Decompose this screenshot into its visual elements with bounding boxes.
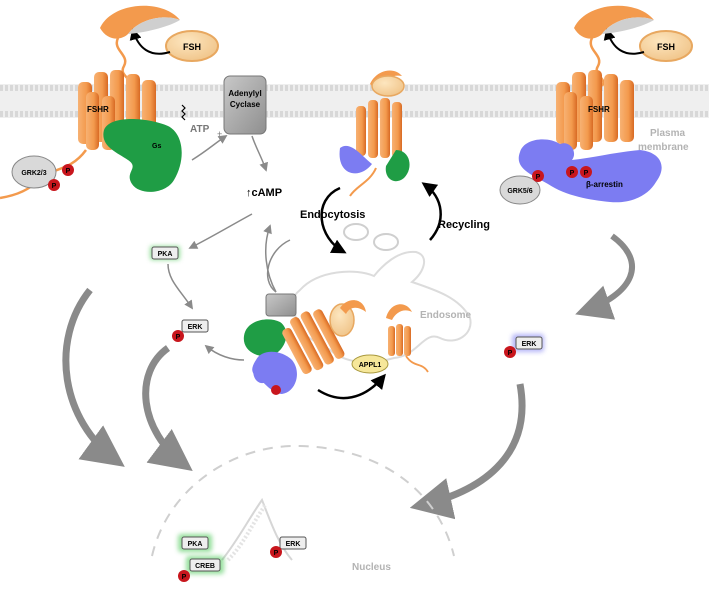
recycling-arrow: [421, 182, 442, 241]
creb-factor: CREB P: [178, 556, 224, 582]
svg-text:P: P: [570, 170, 575, 177]
plasma-label-1: Plasma: [650, 128, 685, 139]
svg-text:P: P: [584, 170, 589, 177]
endosome-membrane: [291, 250, 472, 364]
endocytosis-arrow: [320, 186, 347, 254]
center-receptor: [339, 70, 410, 197]
fshr-label-left: FSHR: [87, 105, 109, 114]
fsh-ligand-right: FSH: [639, 30, 693, 62]
barrestin-label: β-arrestin: [586, 180, 623, 189]
pka-nucleus: PKA: [178, 534, 212, 552]
svg-text:P: P: [176, 334, 181, 341]
recycling-label: Recycling: [438, 219, 490, 231]
erk-nucleus-label: ERK: [286, 541, 301, 548]
grk56-label: GRK5/6: [507, 188, 532, 195]
erk-right: ERK P: [504, 334, 544, 358]
large-arrow-right-upper: [575, 233, 635, 320]
adenylyl-label-2: Cyclase: [230, 100, 261, 109]
fsh-label-right: FSH: [657, 42, 675, 52]
camp-label: ↑cAMP: [246, 187, 282, 199]
endosome-label: Endosome: [420, 310, 472, 321]
erk-right-label: ERK: [522, 341, 537, 348]
fshr-label-right: FSHR: [588, 105, 610, 114]
large-arrow-right-lower: [409, 383, 526, 520]
phospho-grk56: P: [532, 170, 544, 182]
nuclear-envelope: [151, 444, 455, 557]
svg-text:P: P: [536, 174, 541, 181]
svg-text:P: P: [508, 350, 513, 357]
large-arrow-left-outer: [62, 287, 125, 467]
erk-left: ERK P: [172, 319, 209, 342]
large-arrow-left-inner: [142, 345, 193, 472]
gs-protein-left: [103, 119, 182, 192]
gs-label: Gs: [152, 143, 161, 150]
adenylyl-cyclase: Adenylyl Cyclase: [223, 75, 267, 135]
nucleus-label: Nucleus: [352, 562, 391, 573]
endosomal-complex: APPL1: [243, 293, 389, 395]
pka-top-label: PKA: [158, 251, 173, 258]
atp-label: ATP: [190, 124, 210, 135]
svg-text:+: +: [217, 129, 222, 139]
svg-text:P: P: [182, 574, 187, 581]
creb-label: CREB: [195, 563, 215, 570]
svg-text:P: P: [52, 183, 57, 190]
appl1-label: APPL1: [359, 362, 382, 369]
erk-nucleus: ERK P: [270, 536, 307, 558]
erk-left-label: ERK: [188, 324, 203, 331]
grk23-kinase: GRK2/3: [11, 155, 57, 189]
adenylyl-label-1: Adenylyl: [228, 89, 261, 98]
dissociated-receptor: [386, 304, 429, 373]
binding-arrow-left: [129, 27, 171, 55]
phospho-right-b: P: [580, 166, 592, 178]
fsh-label-left: FSH: [183, 42, 201, 52]
svg-text:P: P: [66, 168, 71, 175]
fsh-ligand-left: FSH: [165, 30, 219, 62]
endocytosis-label: Endocytosis: [300, 209, 365, 221]
svg-text:P: P: [274, 550, 279, 557]
pka-top: PKA: [150, 246, 180, 260]
phospho-right-a: P: [566, 166, 578, 178]
phospho-grk23-b: P: [48, 179, 60, 191]
fshr-helices-right: [556, 70, 634, 150]
grk23-label: GRK2/3: [21, 170, 46, 177]
pka-nucleus-label: PKA: [188, 541, 203, 548]
plasma-label-2: membrane: [638, 142, 689, 153]
grk56-kinase: GRK5/6: [499, 175, 541, 205]
phospho-grk23-a: P: [62, 164, 74, 176]
receptor-ectodomain-left: [100, 5, 180, 39]
